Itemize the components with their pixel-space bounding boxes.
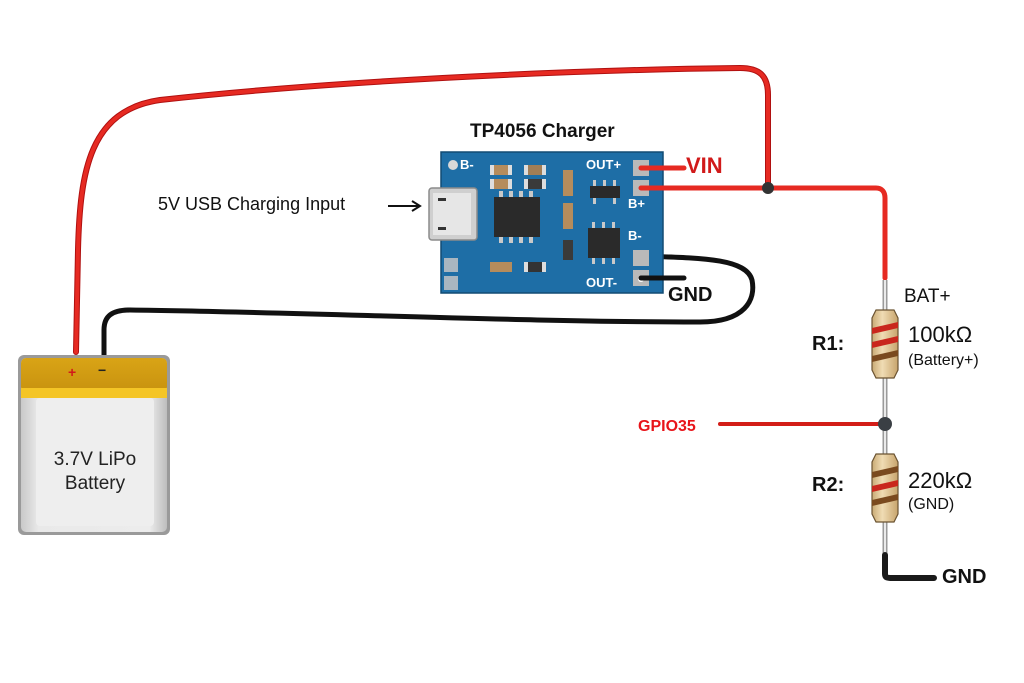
pad-label-b-plus: B+ — [628, 196, 645, 211]
battery-plus-terminal: + — [68, 364, 77, 380]
lipo-battery — [18, 355, 170, 535]
bplus-wire — [638, 185, 888, 281]
gpio35-label: GPIO35 — [638, 418, 696, 435]
junction-dot-vin — [762, 182, 774, 194]
charger-gnd-label: GND — [668, 284, 713, 306]
r1-name: R1: — [812, 333, 845, 355]
tp4056-board — [428, 151, 664, 294]
vin-label: VIN — [686, 153, 723, 178]
pad-label-b-minus-right: B- — [628, 228, 642, 243]
r2-name: R2: — [812, 474, 845, 496]
resistor-r2 — [871, 453, 899, 523]
r2-value: 220kΩ — [908, 468, 973, 493]
pad-label-out-plus: OUT+ — [586, 157, 622, 172]
pad-label-b-minus-left: B- — [460, 157, 474, 172]
divider-gnd-label: GND — [942, 566, 987, 588]
charger-title: TP4056 Charger — [470, 121, 615, 142]
micro-usb-port[interactable] — [428, 187, 478, 241]
battery-minus-terminal: − — [98, 362, 107, 378]
resistor-r1 — [871, 309, 899, 379]
r1-note: (Battery+) — [908, 352, 979, 369]
battery-label-line1: 3.7V LiPo — [53, 449, 137, 470]
usb-arrow — [388, 200, 422, 212]
ground-wire — [882, 552, 937, 581]
r2-note: (GND) — [908, 496, 955, 513]
pad-label-out-minus: OUT- — [586, 275, 618, 290]
battery-negative-wire — [101, 253, 756, 359]
battery-label-line2: Battery — [64, 473, 126, 494]
bat-plus-label: BAT+ — [904, 286, 951, 307]
junction-dot-gpio — [878, 417, 892, 431]
r1-value: 100kΩ — [908, 322, 973, 347]
usb-input-label: 5V USB Charging Input — [158, 194, 346, 214]
